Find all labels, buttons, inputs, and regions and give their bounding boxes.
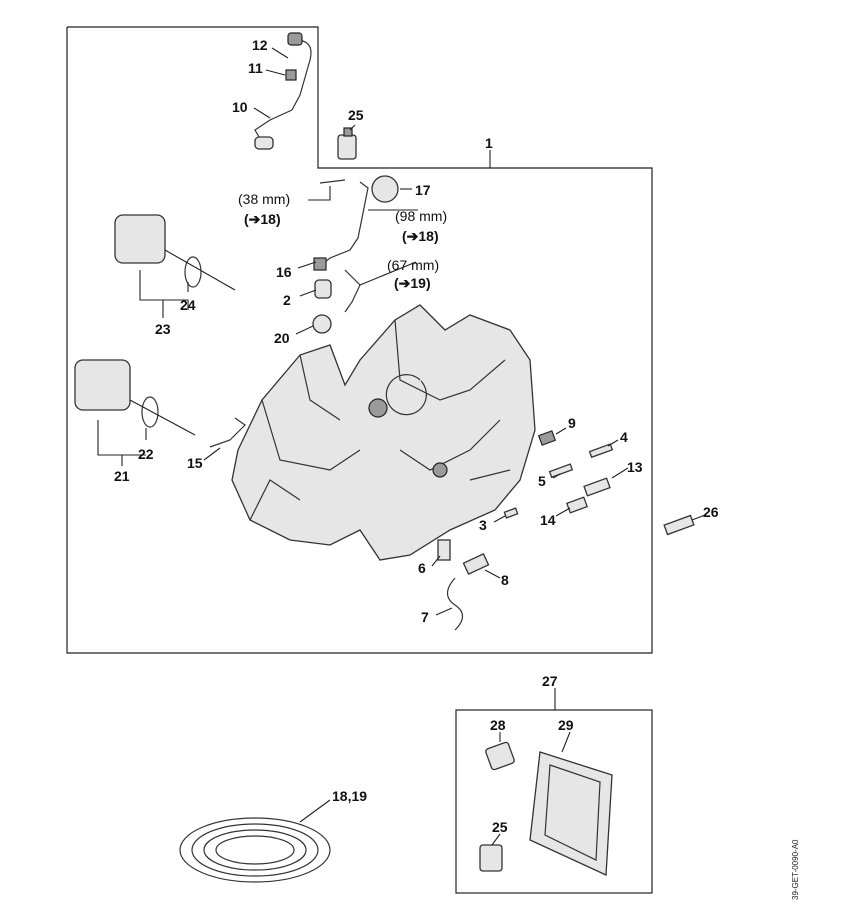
callout-16: 16 bbox=[276, 264, 292, 280]
callout-10: 10 bbox=[232, 99, 248, 115]
grommet-part bbox=[371, 175, 399, 203]
hose-15-part bbox=[209, 417, 246, 448]
callout-12: 12 bbox=[252, 37, 268, 53]
callout-28: 28 bbox=[490, 717, 506, 733]
callout-21: 21 bbox=[114, 468, 130, 484]
leader-lines bbox=[97, 47, 706, 846]
plug-28-part bbox=[485, 741, 515, 771]
callout-4: 4 bbox=[620, 429, 628, 445]
callout-26: 26 bbox=[703, 504, 719, 520]
pickup-6-part bbox=[437, 539, 451, 561]
bolt-26-part bbox=[663, 514, 695, 536]
filter-8-part bbox=[462, 553, 490, 575]
bearing-assembly-23-part bbox=[114, 214, 236, 291]
note-length-67: (67 mm) bbox=[387, 257, 439, 273]
plug-part bbox=[314, 279, 332, 299]
callout-14: 14 bbox=[540, 512, 556, 528]
note-ref-38: (➔18) bbox=[244, 211, 281, 227]
callout-17: 17 bbox=[415, 182, 431, 198]
stud-3-part bbox=[503, 507, 519, 519]
valve-20-part bbox=[312, 314, 332, 334]
callout-13: 13 bbox=[627, 459, 643, 475]
callout-2: 2 bbox=[283, 292, 291, 308]
callout-25-kit: 25 bbox=[492, 819, 508, 835]
crankcase-part bbox=[231, 304, 536, 561]
callout-23: 23 bbox=[155, 321, 171, 337]
filter-holder-29-part bbox=[529, 751, 613, 876]
callout-6: 6 bbox=[418, 560, 426, 576]
stud-5-part bbox=[548, 463, 574, 479]
callout-24: 24 bbox=[180, 297, 196, 313]
drawing-code: 39-GET-0090-A0 bbox=[791, 839, 800, 900]
callout-8: 8 bbox=[501, 572, 509, 588]
hose-coil-part bbox=[179, 817, 331, 883]
hose-98-part bbox=[319, 181, 369, 267]
callout-1: 1 bbox=[485, 135, 493, 151]
filter-part bbox=[254, 136, 274, 150]
callout-7: 7 bbox=[421, 609, 429, 625]
hose-67-part bbox=[344, 269, 361, 313]
main-assembly-frame bbox=[66, 26, 653, 654]
callout-29: 29 bbox=[558, 717, 574, 733]
hose-38-part bbox=[319, 179, 346, 184]
fuel-filter-part bbox=[337, 127, 357, 160]
callout-15: 15 bbox=[187, 455, 203, 471]
connector-part bbox=[313, 257, 327, 271]
callout-18-19: 18,19 bbox=[332, 788, 367, 804]
callout-3: 3 bbox=[479, 517, 487, 533]
callout-9: 9 bbox=[568, 415, 576, 431]
hose-7-part bbox=[446, 577, 464, 631]
note-ref-67: (➔19) bbox=[394, 275, 431, 291]
stud-4-part bbox=[588, 443, 614, 459]
callout-27: 27 bbox=[542, 673, 558, 689]
nut-9-part bbox=[537, 430, 557, 446]
bolt-14-part bbox=[565, 496, 589, 514]
bearing-assembly-21-part bbox=[74, 359, 196, 436]
callout-25: 25 bbox=[348, 107, 364, 123]
callout-11: 11 bbox=[248, 60, 263, 76]
note-length-98: (98 mm) bbox=[395, 208, 447, 224]
callout-20: 20 bbox=[274, 330, 290, 346]
valve-part bbox=[285, 69, 297, 81]
note-length-38: (38 mm) bbox=[238, 191, 290, 207]
callout-22: 22 bbox=[138, 446, 154, 462]
note-ref-98: (➔18) bbox=[402, 228, 439, 244]
fitting-part bbox=[287, 32, 303, 46]
callout-5: 5 bbox=[538, 473, 546, 489]
bolt-13-part bbox=[583, 477, 611, 497]
kit-frame bbox=[455, 709, 653, 894]
fuel-filter-25-part bbox=[479, 844, 503, 872]
